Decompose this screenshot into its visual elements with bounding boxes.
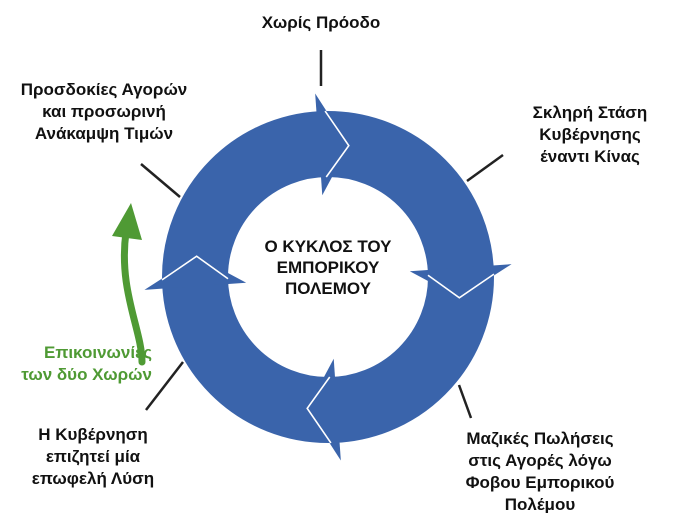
stage-label-line: και προσωρινή: [42, 102, 166, 121]
stage-label-line: Φοβου Εμπορικού: [465, 473, 615, 492]
stage-label-line: Ανάκαμψη Τιμών: [34, 124, 174, 143]
center-title-line: Ο ΚΥΚΛΟΣ ΤΟΥ: [264, 237, 392, 256]
connector-line: [145, 361, 184, 411]
cycle-arrowhead: [315, 93, 349, 196]
connector-line: [457, 384, 473, 419]
stage-hard-stance: Σκληρή Στάση Κυβέρνησης έναντι Κίνας: [522, 102, 658, 168]
connector-line: [140, 163, 181, 198]
stage-label-line: Χωρίς Πρόοδο: [261, 13, 381, 32]
center-title-line: ΠΟΛΕΜΟΥ: [285, 279, 371, 298]
arrowhead-edge: [306, 376, 332, 444]
stage-mass-selling: Μαζικές Πωλήσεις στις Αγορές λόγω Φοβου …: [442, 428, 638, 513]
cycle-arrowhead: [307, 358, 341, 461]
stage-market-expectations: Προσδοκίες Αγορών και προσωρινή Ανάκαμψη…: [6, 79, 202, 145]
side-note-line: Επικοινωνίες: [43, 343, 152, 362]
stage-label-line: έναντι Κίνας: [540, 147, 640, 166]
arrowhead-edge: [427, 273, 495, 299]
stage-label-line: επιζητεί μία: [45, 447, 141, 466]
center-title-line: ΕΜΠΟΡΙΚΟΥ: [276, 258, 380, 277]
stage-label-line: Κυβέρνησης: [539, 125, 641, 144]
stage-label-line: Πολέμου: [504, 495, 576, 513]
stage-label-line: Σκληρή Στάση: [532, 103, 648, 122]
stage-no-progress: Χωρίς Πρόοδο: [230, 12, 412, 34]
side-note-communication: Επικοινωνίες των δύο Χωρών: [0, 342, 152, 386]
connector-line: [466, 153, 504, 183]
cycle-arrowhead: [409, 264, 512, 298]
cycle-arrowhead: [144, 256, 247, 290]
side-note-line: των δύο Χωρών: [21, 365, 152, 384]
stage-label-line: Προσδοκίες Αγορών: [20, 80, 188, 99]
stage-label-line: στις Αγορές λόγω: [468, 451, 612, 470]
stage-label-line: Η Κυβέρνηση: [38, 425, 148, 444]
green-arrowhead-icon: [112, 203, 142, 240]
stage-government-solution: Η Κυβέρνηση επιζητεί μία επωφελή Λύση: [18, 424, 168, 490]
stage-label-line: επωφελή Λύση: [31, 469, 155, 488]
stage-label-line: Μαζικές Πωλήσεις: [466, 429, 614, 448]
arrowhead-edge: [324, 110, 350, 178]
arrowhead-edge: [161, 255, 229, 281]
cycle-center-title: Ο ΚΥΚΛΟΣ ΤΟΥ ΕΜΠΟΡΙΚΟΥ ΠΟΛΕΜΟΥ: [238, 236, 418, 299]
green-curved-arrow: [120, 228, 146, 366]
